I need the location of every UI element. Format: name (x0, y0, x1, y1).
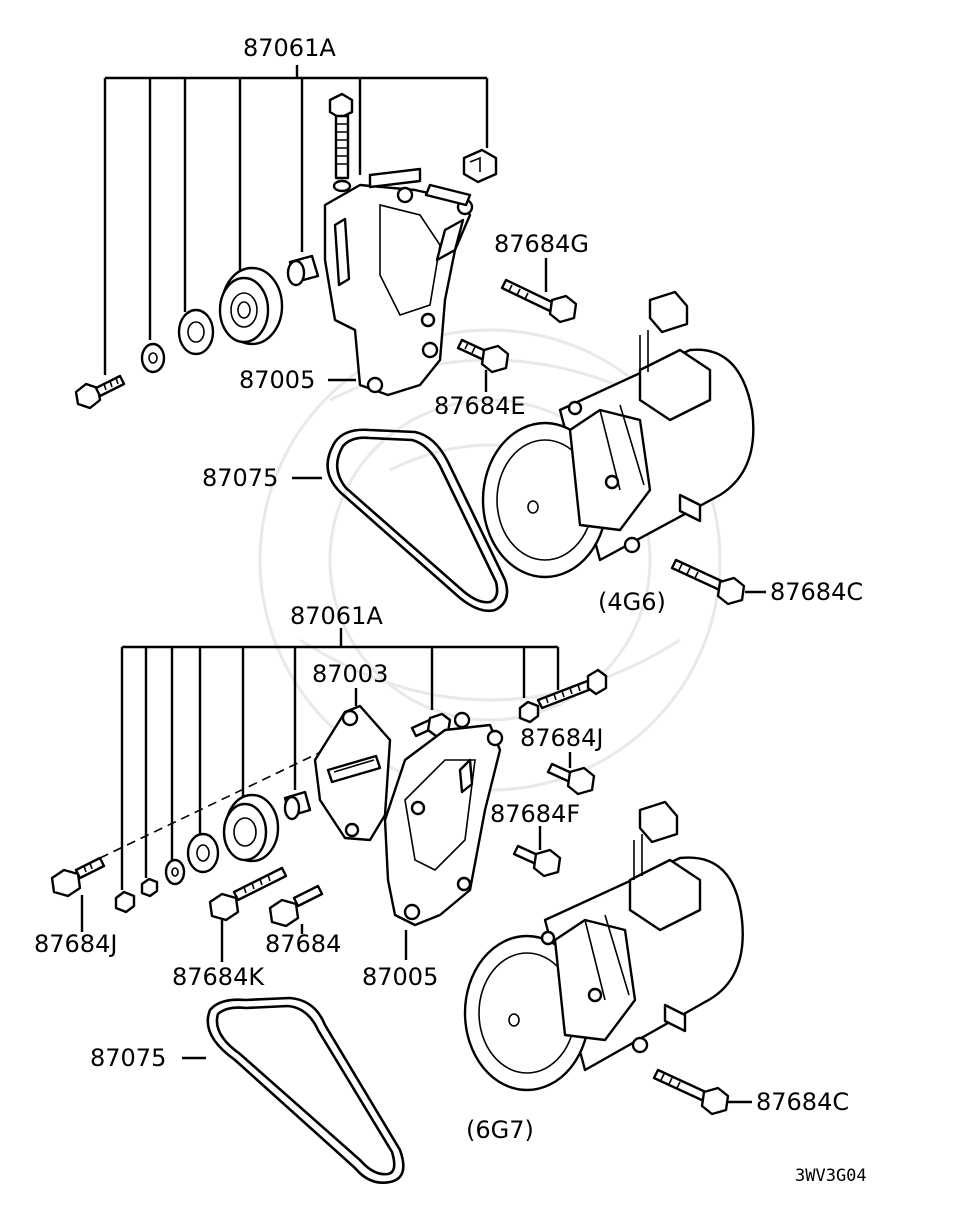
top-kit-clip-icon (462, 148, 498, 184)
label-top-kit-87061a: 87061A (243, 34, 336, 62)
bottom-assembly: 87061A 87003 87684J 87684F 87684J 87684K… (34, 602, 849, 1184)
label-bottom-engine-6g7: (6G7) (466, 1116, 534, 1144)
bottom-kit-washer-icon (186, 832, 220, 874)
bottom-bracket-87005-icon (383, 711, 504, 927)
label-top-bolt-87684g: 87684G (494, 230, 589, 258)
label-top-bolt-87684c: 87684C (770, 578, 863, 606)
bottom-bolt-87684f-icon (512, 844, 562, 878)
label-bottom-kit-87061a: 87061A (290, 602, 383, 630)
bottom-bolt-87684k-icon (208, 866, 288, 922)
bottom-plate-87003-icon (313, 704, 392, 842)
top-bolt-87684e-icon (456, 338, 510, 374)
top-drive-belt-87075-icon (326, 428, 509, 613)
bottom-kit-spacer-ring-icon (164, 858, 186, 886)
top-bolt-87684g-icon (500, 278, 578, 324)
label-bottom-bracket-87005: 87005 (362, 963, 438, 991)
label-bottom-bolt-87684: 87684 (265, 930, 341, 958)
top-kit-washer-icon (177, 308, 215, 356)
label-bottom-bolt-87684j-left: 87684J (34, 930, 117, 958)
diagram-code: 3WV3G04 (795, 1166, 867, 1186)
top-kit-collar-icon (286, 254, 320, 287)
bottom-kit-leader-lines (120, 628, 560, 890)
top-bolt-87684c-icon (670, 558, 746, 606)
label-top-bracket-87005: 87005 (239, 366, 315, 394)
label-top-belt-87075: 87075 (202, 464, 278, 492)
top-kit-adjusting-bolt-icon (328, 92, 354, 193)
label-top-engine-4g6: (4G6) (598, 588, 666, 616)
label-bottom-bolt-87684c: 87684C (756, 1088, 849, 1116)
label-bottom-bolt-87684f: 87684F (490, 800, 580, 828)
top-kit-spacer-ring-icon (140, 342, 166, 374)
top-label-leader-lines (292, 258, 766, 594)
top-kit-bolt-icon (74, 374, 126, 410)
bottom-kit-small-nut-icon (140, 877, 159, 898)
bottom-kit-collar-icon (283, 790, 312, 821)
bottom-bolt-87684j-left-icon (50, 856, 106, 898)
top-bracket-87005-icon (323, 167, 474, 397)
top-ac-compressor-icon (481, 290, 755, 579)
bottom-bolt-87684j-right-icon (546, 762, 596, 796)
label-bottom-bolt-87684k: 87684K (172, 963, 265, 991)
top-kit-leader-lines (103, 65, 489, 375)
bottom-kit-long-bolt-icon (518, 668, 608, 724)
bottom-ac-compressor-icon (463, 800, 744, 1092)
bottom-kit-nut-icon (114, 890, 136, 914)
bottom-label-leader-lines (80, 688, 752, 1104)
top-assembly: 87061A 87005 87684G 87684E 87075 87684C … (74, 34, 863, 616)
bottom-assembly-axis-line (99, 737, 351, 859)
label-top-bolt-87684e: 87684E (434, 392, 526, 420)
bottom-bolt-87684c-icon (652, 1068, 730, 1116)
label-bottom-belt-87075: 87075 (90, 1044, 166, 1072)
bottom-bolt-87684-icon (268, 884, 324, 928)
top-kit-idler-pulley-icon (218, 266, 284, 346)
label-bottom-bolt-87684j-right: 87684J (520, 724, 603, 752)
bottom-drive-belt-87075-icon (206, 996, 405, 1184)
bottom-kit-idler-pulley-icon (222, 793, 280, 863)
label-bottom-plate-87003: 87003 (312, 660, 388, 688)
